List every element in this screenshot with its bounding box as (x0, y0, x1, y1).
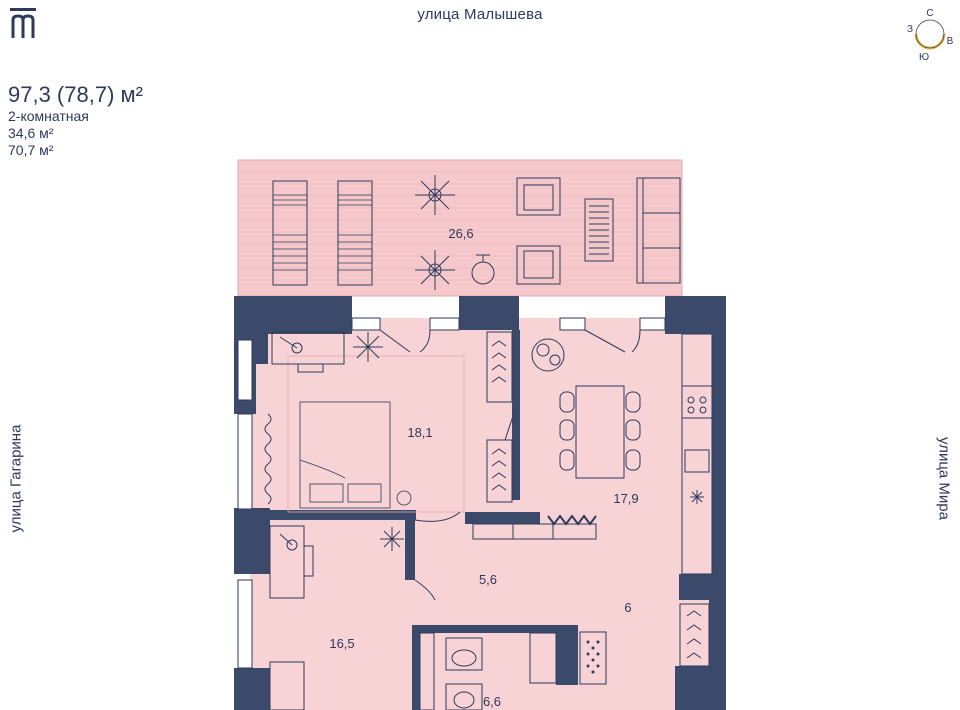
terrace (237, 159, 683, 297)
total-area: 97,3 (78,7) м² (8, 82, 143, 107)
street-name-top: улица Малышева (417, 6, 543, 23)
door-icon (379, 329, 641, 601)
armchair-icon (516, 177, 561, 285)
compass-icon: С З В Ю (907, 8, 954, 63)
compass-east: В (947, 36, 954, 47)
apartment-info: 97,3 (78,7) м² 2-комнатная 34,6 м² 70,7 … (8, 82, 143, 159)
doormat-icon (586, 640, 600, 674)
sofa-icon (636, 177, 681, 284)
plant-icon (415, 175, 455, 290)
room-label-hall: 5,6 (479, 572, 497, 587)
bed-icon (287, 355, 465, 513)
room-label-room2: 16,5 (329, 636, 354, 651)
dining-table-icon (559, 385, 641, 479)
curtain-icon (264, 413, 272, 505)
compass-north: С (926, 8, 933, 19)
room-count: 2-комнатная (8, 108, 89, 124)
coffee-table-icon (584, 198, 614, 262)
bathroom-fixtures-icon (445, 631, 607, 710)
room-label-living: 17,9 (613, 491, 638, 506)
sun-lounger-icon (272, 180, 373, 286)
wardrobe-icon (419, 331, 710, 710)
kitchen-counter-icon (681, 333, 713, 575)
desk-icon (269, 331, 345, 710)
room-label-bedroom: 18,1 (407, 425, 432, 440)
compass-west: З (907, 24, 913, 35)
living-area: 34,6 м² (8, 125, 54, 141)
room-label-kitchen: 6 (624, 600, 631, 615)
indoor-plant-icon (353, 332, 565, 551)
room-label-terrace: 26,6 (448, 226, 473, 241)
sideboard-icon (472, 514, 597, 540)
compass-south: Ю (919, 52, 929, 63)
windows (237, 317, 666, 669)
walls (234, 296, 726, 710)
brand-logo-icon (10, 8, 36, 38)
other-area: 70,7 м² (8, 142, 54, 158)
room-label-bath: 6,6 (483, 694, 501, 709)
round-table-icon (471, 254, 495, 285)
